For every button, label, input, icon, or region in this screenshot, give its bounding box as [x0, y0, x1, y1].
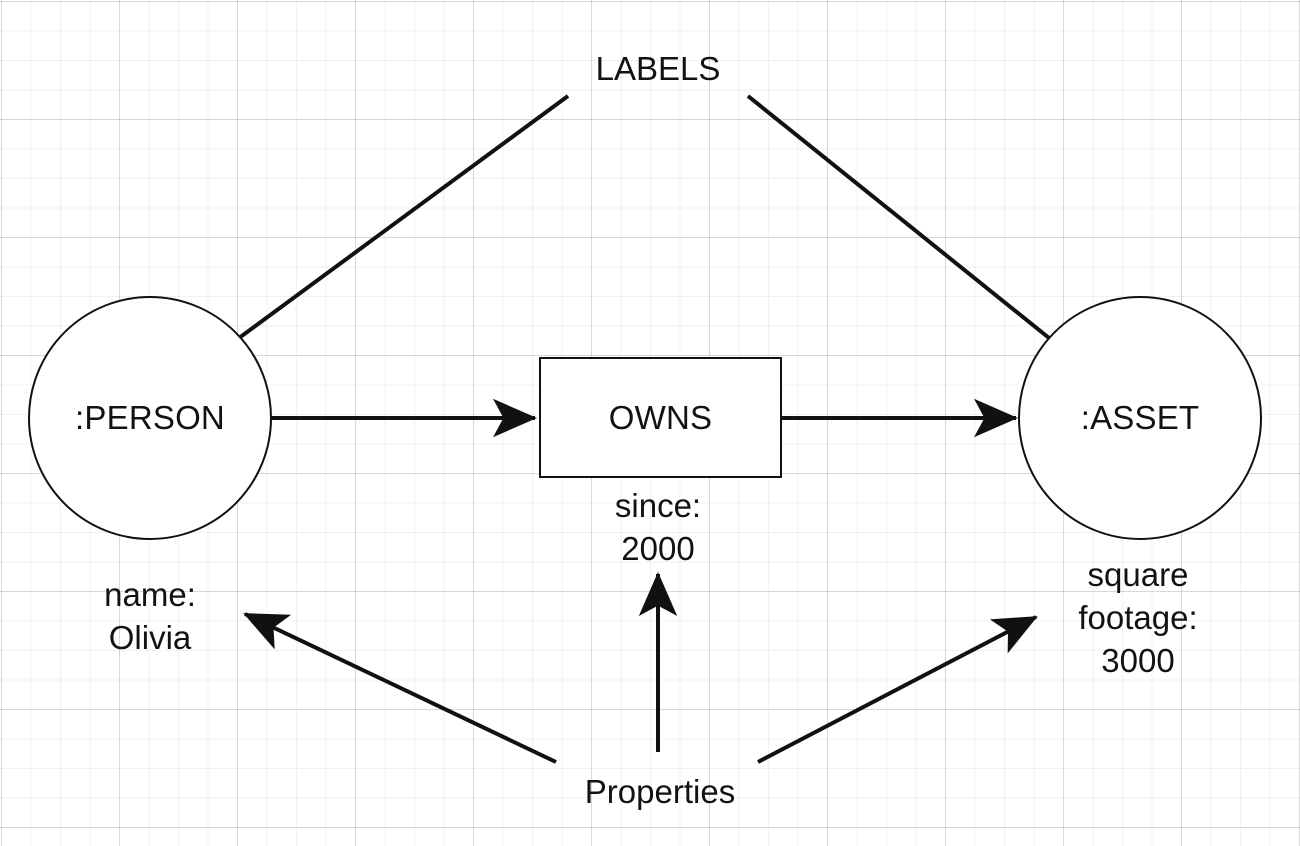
connector-properties-to-person-props [243, 612, 557, 764]
connector-labels-to-asset [746, 94, 1102, 381]
person-property-value: Olivia [108, 619, 192, 656]
relationship-properties-text: since: 2000 [615, 484, 701, 570]
asset-properties-text: square footage: 3000 [1078, 553, 1197, 682]
node-person-label: :PERSON [75, 399, 225, 436]
relationship-owns[interactable]: OWNS [539, 357, 782, 478]
asset-property-key-line1: square [1087, 556, 1189, 593]
relationship-owns-label: OWNS [608, 398, 713, 436]
labels-callout: LABELS [596, 50, 721, 88]
connector-properties-to-asset-props [757, 615, 1038, 764]
relationship-property-value: 2000 [621, 530, 695, 567]
relationship-property-key: since: [614, 487, 702, 524]
person-property-key: name: [104, 576, 196, 613]
properties-callout: Properties [585, 773, 735, 811]
person-properties-text: name: Olivia [104, 573, 196, 659]
labels-callout-text: LABELS [595, 50, 721, 87]
asset-property-key-line2: footage: [1078, 599, 1198, 636]
node-asset-label: :ASSET [1080, 399, 1200, 436]
node-asset[interactable]: :ASSET [1018, 296, 1262, 540]
asset-property-value: 3000 [1101, 642, 1175, 679]
node-person[interactable]: :PERSON [28, 296, 272, 540]
properties-callout-text: Properties [584, 773, 736, 810]
connector-labels-to-person [184, 94, 570, 379]
